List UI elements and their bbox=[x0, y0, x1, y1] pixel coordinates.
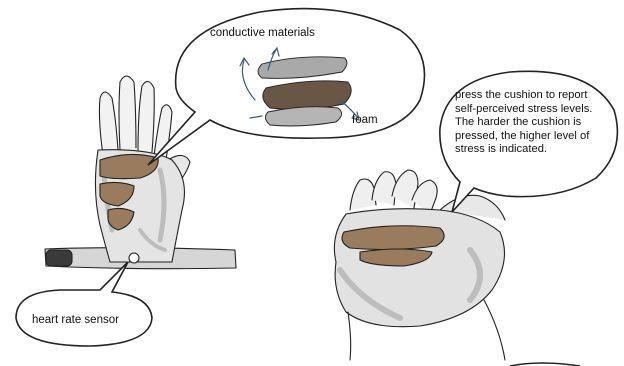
strap-buckle bbox=[46, 250, 72, 266]
right-glove bbox=[334, 170, 505, 360]
conductive-materials-label: conductive materials bbox=[210, 27, 315, 39]
stress-instruction-text: press the cushion to report self-perceiv… bbox=[455, 89, 605, 157]
heart-sensor-bubble bbox=[16, 262, 152, 346]
heart-rate-sensor-label: heart rate sensor bbox=[32, 314, 119, 326]
heart-rate-sensor-dot bbox=[129, 253, 139, 263]
foam-label: foam bbox=[352, 114, 378, 126]
